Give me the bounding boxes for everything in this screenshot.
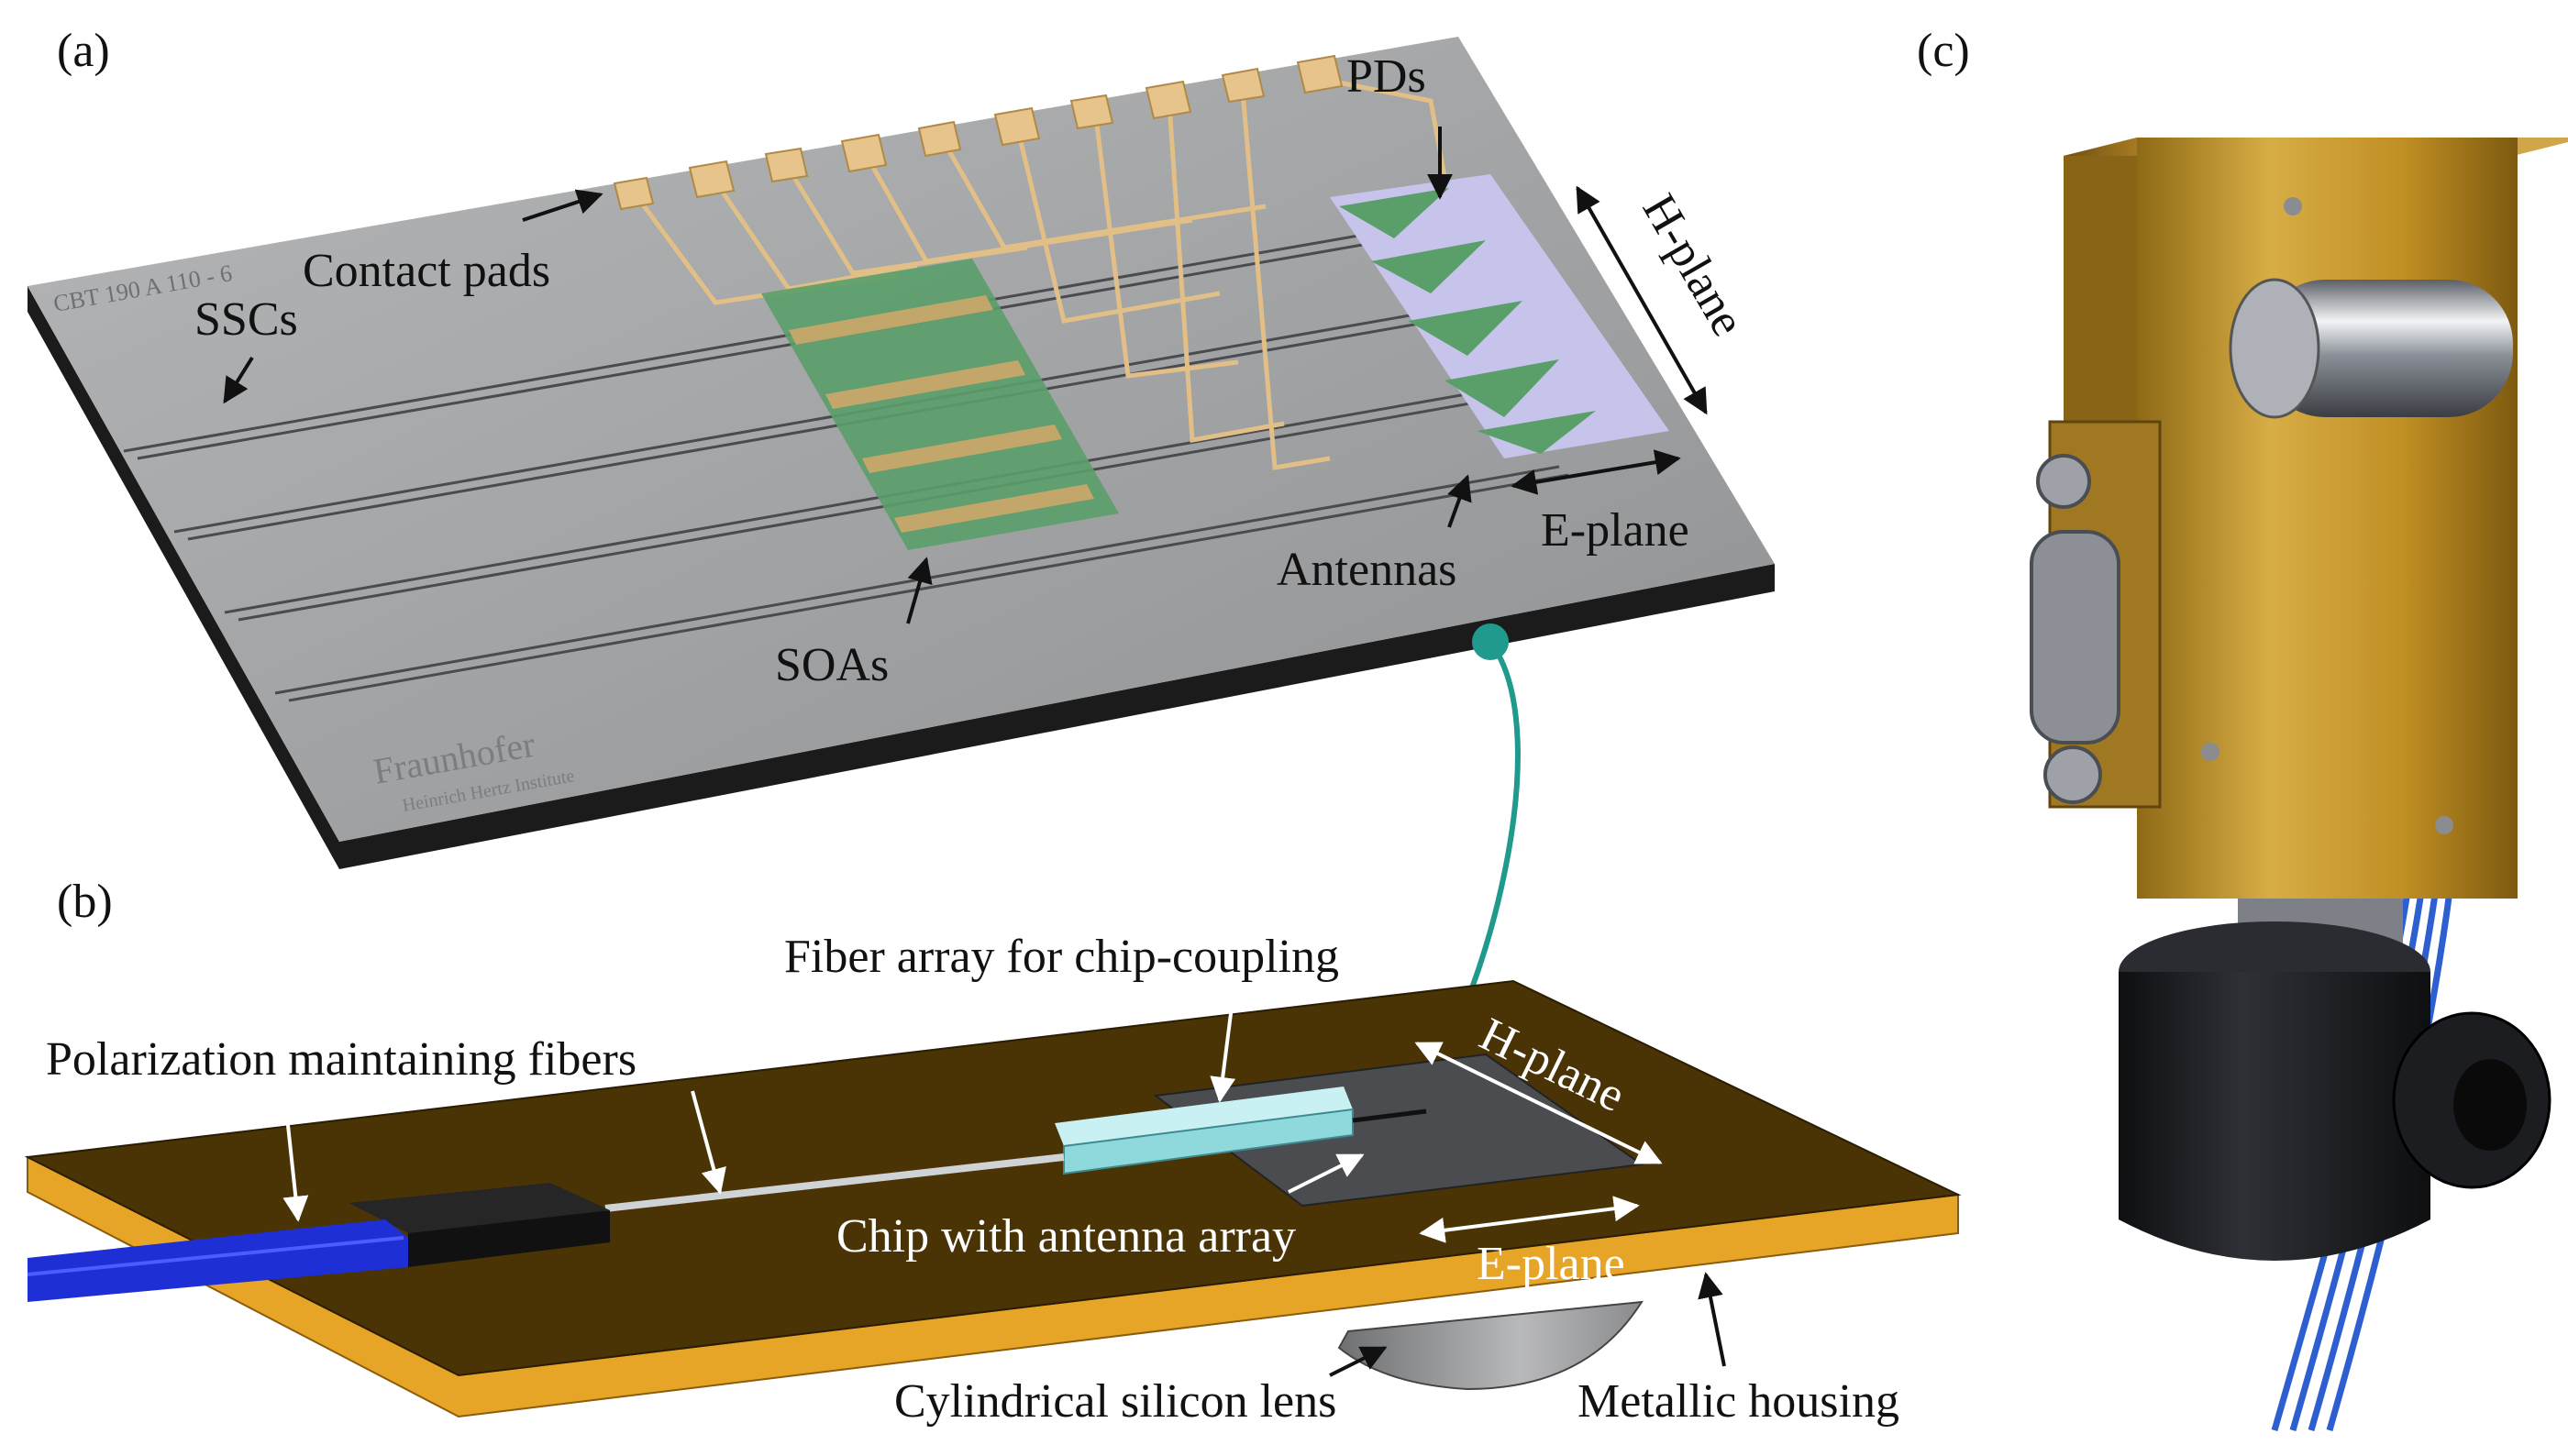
pm-fibers-label: Polarization maintaining fibers <box>46 1033 636 1086</box>
soa-stripes <box>789 295 1094 533</box>
contact-traces <box>635 76 1452 470</box>
antennas-label: Antennas <box>1277 544 1456 596</box>
blue-fibers <box>28 1219 408 1302</box>
e-plane-arrow-a <box>1511 449 1681 495</box>
gold-block-front <box>2137 138 2518 899</box>
mount-knob-inner <box>2453 1059 2527 1151</box>
chip-side <box>28 286 1775 869</box>
lens-arrow <box>1329 1346 1388 1377</box>
e-plane-label-b: E-plane <box>1477 1238 1625 1290</box>
panel-label-c: (c) <box>1917 25 1970 77</box>
pds-label: PDs <box>1346 50 1426 103</box>
soas-arrow <box>906 557 933 624</box>
pm-fibers-arrow-1 <box>282 1090 309 1222</box>
panel-label-a: (a) <box>57 25 110 77</box>
screw-bottom <box>2043 745 2102 804</box>
pm-fiber-ribbon <box>604 1153 1065 1212</box>
h-plane-arrow-a <box>1576 185 1708 415</box>
antennas-arrow <box>1447 474 1472 528</box>
chip-antenna-label: Chip with antenna array <box>836 1210 1296 1263</box>
fiber-array-label: Fiber array for chip-coupling <box>784 931 1339 983</box>
e-plane-label-a: E-plane <box>1541 504 1689 557</box>
chip-antenna-arrow <box>1288 1153 1365 1194</box>
sscs-label: SSCs <box>194 293 298 346</box>
contact-pads <box>613 54 1344 211</box>
fiber-connector-front <box>408 1210 610 1267</box>
e-plane-arrow-b <box>1419 1196 1640 1243</box>
fiber-connector <box>349 1183 610 1233</box>
housing-arrow <box>1698 1272 1726 1367</box>
db9-connector <box>2030 530 2120 745</box>
screw-top <box>2036 454 2091 509</box>
lens-cylinder <box>2261 280 2513 417</box>
panel-c: (c) <box>1917 25 2568 1431</box>
h-plane-arrow-b <box>1414 1042 1663 1164</box>
antenna-elements <box>1339 188 1596 454</box>
soas-label: SOAs <box>775 639 889 691</box>
fiber-array-arrow <box>1210 991 1236 1103</box>
panel-a: CBT 190 A 110 - 6 Fraunhofer Heinrich He… <box>28 25 1775 869</box>
sscs-arrow <box>223 356 254 404</box>
mount-body <box>2119 972 2430 1261</box>
fiber-array-top <box>1055 1086 1353 1146</box>
front-screw-2 <box>2201 743 2219 761</box>
gold-block-left-face <box>2064 156 2137 449</box>
front-screw-1 <box>2284 197 2302 215</box>
contact-pads-arrow <box>522 189 603 222</box>
contact-pads-label: Contact pads <box>303 245 550 297</box>
housing-label: Metallic housing <box>1577 1375 1899 1428</box>
fiber-array-front <box>1063 1108 1354 1175</box>
pm-fibers-arrow-2 <box>691 1090 726 1195</box>
front-screw-3 <box>2435 816 2453 834</box>
lens-cylinder-end <box>2229 278 2320 419</box>
panel-b: (b) Fiber array for chip-coupling Polari… <box>24 876 1962 1428</box>
fiber-array-waveguide <box>1352 1109 1427 1123</box>
blue-fiber-highlight <box>27 1236 404 1276</box>
h-plane-label-a: H-plane <box>1633 186 1754 346</box>
panel-label-b: (b) <box>57 876 113 928</box>
lens-label: Cylindrical silicon lens <box>894 1375 1336 1428</box>
cylindrical-lens <box>1337 1300 1644 1391</box>
